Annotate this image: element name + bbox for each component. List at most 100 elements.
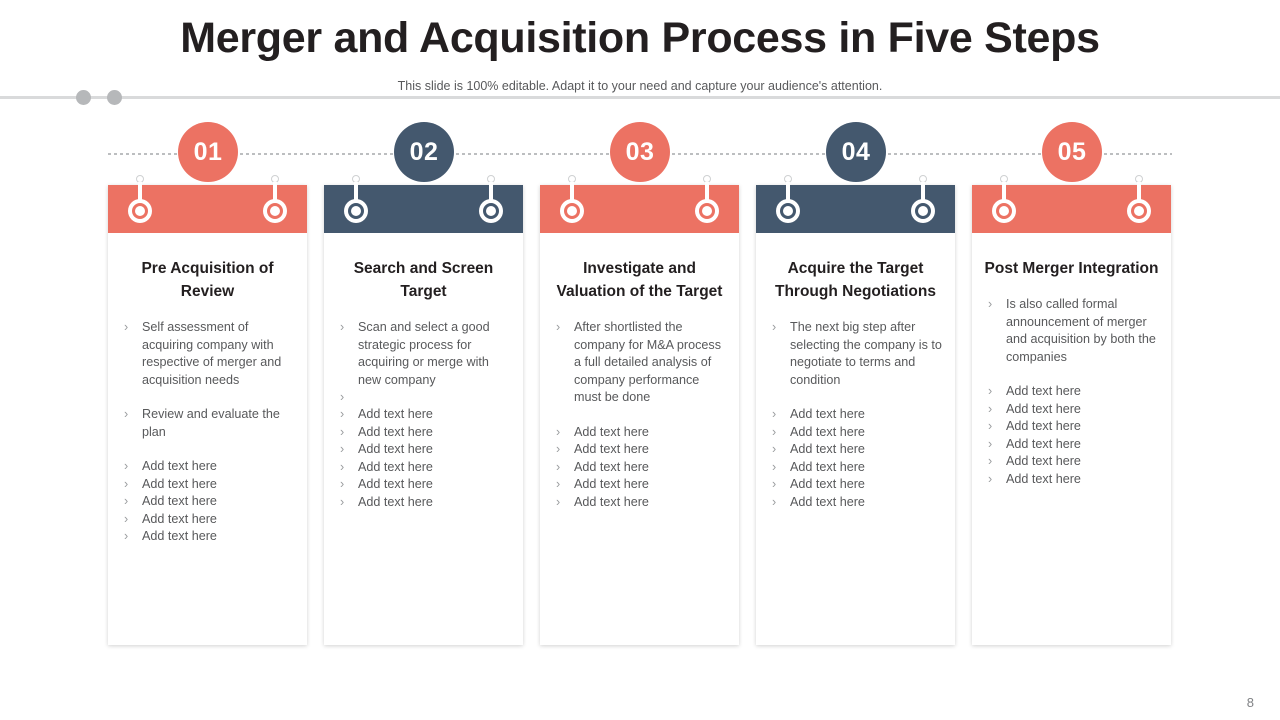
list-item[interactable]: ›Add text here [336,459,511,477]
chevron-right-icon: › [988,454,993,468]
chevron-right-icon: › [772,442,777,456]
list-item[interactable]: ›Add text here [120,476,295,494]
step-number-badge-03: 03 [610,122,670,182]
list-item[interactable]: › Add text here [336,441,511,459]
list-item-label: Add text here [358,407,433,421]
chevron-right-icon: › [340,459,345,474]
bullet-list: › Self assessment of acquiring company wi… [120,319,295,546]
chevron-right-icon: › [340,494,345,509]
list-item[interactable]: ›Is also called formal announcement of m… [984,296,1159,366]
list-item[interactable]: ›Add text here [336,424,511,442]
chevron-right-icon: › [340,442,345,456]
hanging-ring-left-icon [991,175,1017,233]
list-item-label: Add text here [1006,454,1081,468]
list-item[interactable]: ›Add text here [120,511,295,529]
list-item[interactable]: › Add text here [984,436,1159,454]
list-item[interactable]: ›Add text here [552,476,727,494]
list-item[interactable]: ›Add text here [336,406,511,424]
list-item[interactable]: › Add text here [768,424,943,442]
list-item[interactable]: ›Add text here [768,494,943,512]
chevron-right-icon: › [988,471,993,486]
list-item[interactable]: ›Add text here [120,493,295,511]
hanging-ring-right-icon [694,175,720,233]
list-item[interactable]: › Add text here [984,453,1159,471]
chevron-right-icon: › [988,436,993,451]
chevron-right-icon: › [124,320,129,334]
list-item[interactable]: › The next big step after selecting the c… [768,319,943,389]
list-item-label: The next big step after selecting the co… [790,320,942,387]
chevron-right-icon: › [772,494,777,509]
list-item[interactable]: ›Add text here [552,494,727,512]
card-heading: Search and Screen Target [353,260,494,300]
list-item[interactable]: ›Add text here [120,528,295,546]
list-item-label: Add text here [1006,436,1081,451]
list-item[interactable]: ›Review and evaluate the plan [120,406,295,441]
list-item[interactable]: ›Add text here [552,424,727,442]
list-item[interactable]: ›Add text here [984,401,1159,419]
card: Search and Screen Target›Scan and select… [324,175,523,645]
hanging-ring-right-icon [262,175,288,233]
list-item-label: Add text here [790,424,865,439]
list-item[interactable]: ›Add text here [984,471,1159,489]
list-item[interactable]: › Add text here [768,441,943,459]
list-item[interactable]: ›Add text here [768,459,943,477]
list-item[interactable]: ›Add text here [768,406,943,424]
hanging-ring-left-icon [343,175,369,233]
list-item[interactable]: ›Add text here [552,459,727,477]
page-number: 8 [1246,695,1254,710]
card-header-band [756,175,955,233]
list-item-label: Self assessment of acquiring company wit… [142,320,282,387]
chevron-right-icon: › [988,297,993,311]
list-item-label: Add text here [358,494,433,509]
list-item[interactable]: ›Add text here [120,458,295,476]
list-item[interactable]: › Add text here [336,494,511,512]
list-item[interactable]: ›Add text here [984,418,1159,436]
card: Post Merger Integration›Is also called f… [972,175,1171,645]
list-item-label: Add text here [790,442,865,456]
step-number-badge-02: 02 [394,122,454,182]
list-item[interactable]: › Self assessment of acquiring company wi… [120,319,295,389]
list-item[interactable]: ›Add text here [768,476,943,494]
card: Investigate and Valuation of the Target›… [540,175,739,645]
chevron-right-icon: › [556,459,561,474]
hanging-ring-left-icon [775,175,801,233]
bullet-list: ›Is also called formal announcement of m… [984,296,1159,488]
list-item[interactable]: ›Scan and select a good strategic proces… [336,319,511,389]
hanging-ring-left-icon [559,175,585,233]
list-item-label: Scan and select a good strategic process… [358,320,490,387]
list-item-label: Add text here [1006,419,1081,433]
chevron-right-icon: › [124,407,129,421]
chevron-right-icon: › [988,384,993,398]
chevron-right-icon: › [772,320,777,334]
card-body: Post Merger Integration›Is also called f… [972,257,1171,488]
page-title: Merger and Acquisition Process in Five S… [180,14,1100,62]
list-item-label: Add text here [142,494,217,508]
list-item-label: Add text here [790,477,865,491]
list-item[interactable]: ›After shortlisted the company for M&A p… [552,319,727,407]
chevron-right-icon: › [556,442,561,456]
chevron-right-icon: › [988,401,993,416]
list-item-label: Add text here [574,442,649,456]
list-item[interactable]: ›Add text here [984,383,1159,401]
chevron-right-icon: › [124,476,129,491]
list-item[interactable]: › Add text here [552,441,727,459]
list-item-label: Add text here [574,424,649,439]
list-item-label: Add text here [358,442,433,456]
card: Pre Acquisition of Review › Self assessmen… [108,175,307,645]
card-heading: Pre Acquisition of Review [141,260,274,300]
card: Acquire the Target Through Negotiations›… [756,175,955,645]
step-number-badge-05: 05 [1042,122,1102,182]
list-item[interactable]: ›Add text here [336,476,511,494]
chevron-right-icon: › [772,459,777,474]
list-item-label: Add text here [358,424,433,439]
card-body: Pre Acquisition of Review › Self assessmen… [108,257,307,546]
bullet-list: ›After shortlisted the company for M&A p… [552,319,727,511]
bullet-list: › The next big step after selecting the c… [768,319,943,511]
chevron-right-icon: › [772,424,777,439]
list-item[interactable]: › [336,389,511,406]
